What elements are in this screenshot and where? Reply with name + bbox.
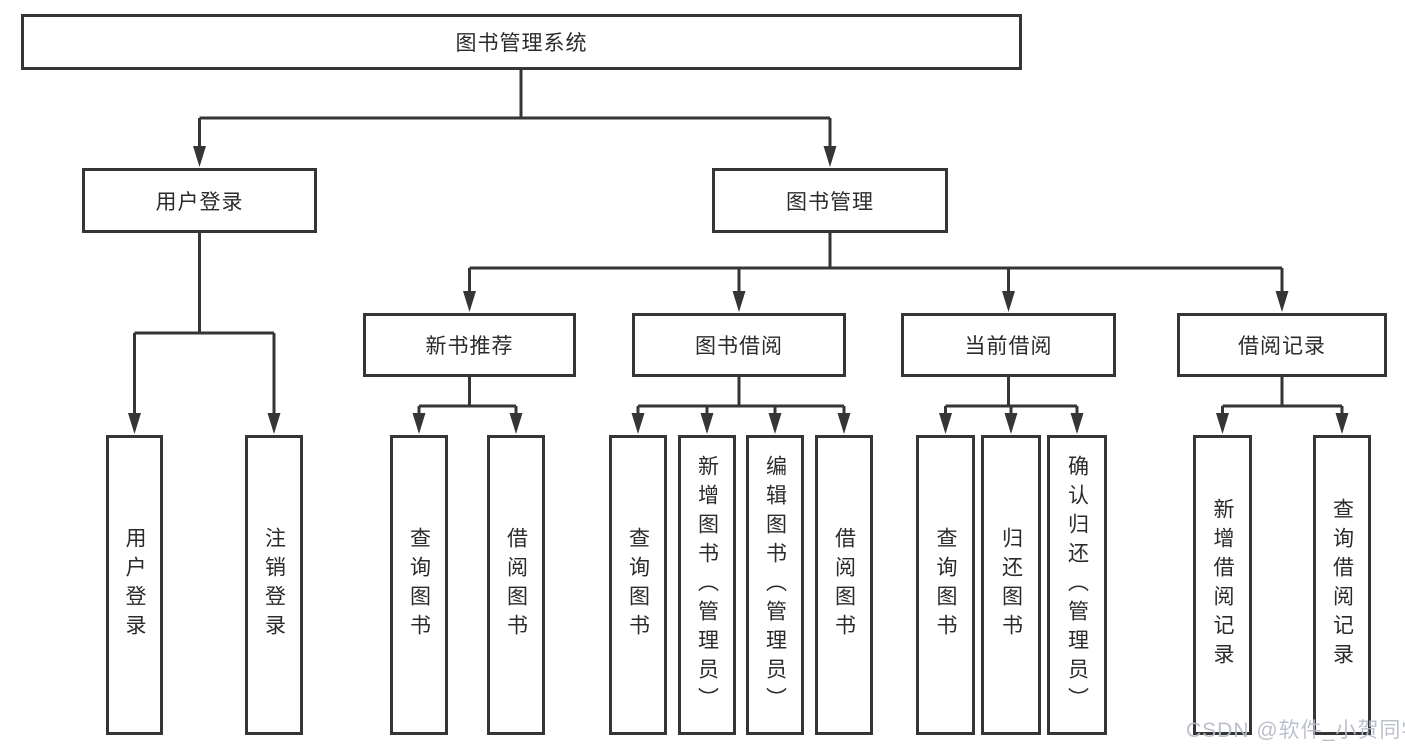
leaf-borrow-query: 查询图书 <box>609 435 667 735</box>
node-borrow-records: 借阅记录 <box>1177 313 1387 377</box>
leaf-user-login: 用户登录 <box>106 435 163 735</box>
node-new-book-recommend: 新书推荐 <box>363 313 576 377</box>
leaf-newbook-query: 查询图书 <box>390 435 448 735</box>
leaf-borrow-add-admin: 新增图书（管理员） <box>678 435 736 735</box>
node-user-login: 用户登录 <box>82 168 317 233</box>
node-book-borrow: 图书借阅 <box>632 313 846 377</box>
leaf-record-query: 查询借阅记录 <box>1313 435 1371 735</box>
leaf-logout: 注销登录 <box>245 435 303 735</box>
leaf-newbook-borrow: 借阅图书 <box>487 435 545 735</box>
leaf-record-add: 新增借阅记录 <box>1193 435 1252 735</box>
leaf-borrow-edit-admin: 编辑图书（管理员） <box>746 435 804 735</box>
node-book-management: 图书管理 <box>712 168 948 233</box>
node-current-borrow: 当前借阅 <box>901 313 1116 377</box>
leaf-borrow-book: 借阅图书 <box>815 435 873 735</box>
leaf-current-query: 查询图书 <box>916 435 975 735</box>
leaf-current-return: 归还图书 <box>981 435 1041 735</box>
node-root: 图书管理系统 <box>21 14 1022 70</box>
csdn-watermark: CSDN @软件_小贺同学 <box>1186 719 1405 742</box>
leaf-current-confirm-admin: 确认归还（管理员） <box>1047 435 1107 735</box>
